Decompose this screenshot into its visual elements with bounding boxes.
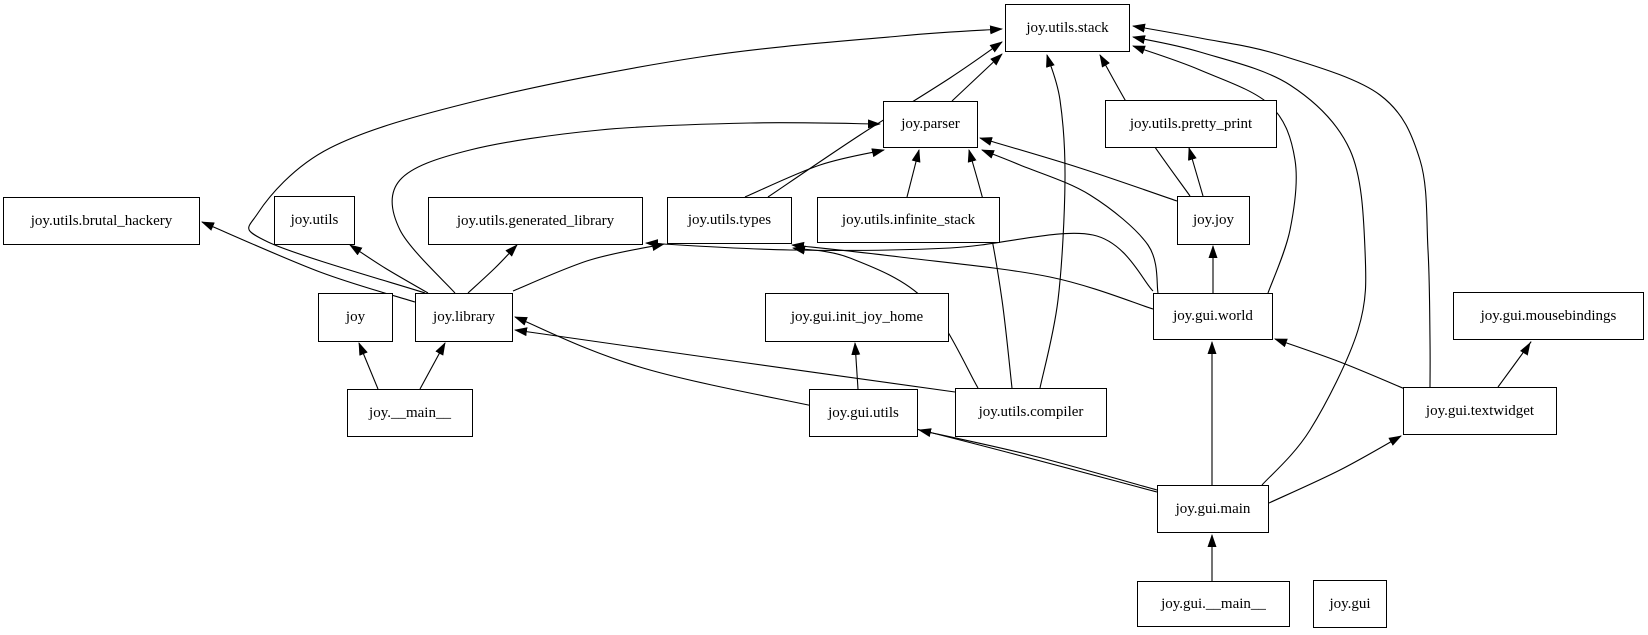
node-label: joy.gui.main [1175, 500, 1251, 517]
node-joy-library: joy.library [415, 293, 513, 342]
node-label: joy.gui.world [1173, 308, 1253, 324]
edge-joy-parser-to-joy-utils-stack [951, 53, 1003, 102]
edge-joy-utils-infinite-stack-to-joy-parser [906, 149, 921, 198]
edge-joy-gui-textwidget-to-joy-utils-stack [1132, 23, 1431, 388]
node-joy-gui-textwidget: joy.gui.textwidget [1403, 387, 1557, 435]
node-label: joy.__main__ [369, 404, 451, 421]
node-joy-gui-world: joy.gui.world [1153, 293, 1273, 340]
node-label: joy.gui.init_joy_home [790, 309, 924, 325]
node-label: joy.gui.textwidget [1425, 402, 1535, 419]
edge-joy-utils-compiler-to-joy-utils-types [792, 245, 979, 389]
node-joy-utils: joy.utils [274, 196, 355, 245]
node-joy-gui-utils: joy.gui.utils [809, 389, 918, 437]
node-label: joy.gui.mousebindings [1480, 307, 1617, 324]
node-label: joy [345, 309, 366, 325]
node-label: joy.joy [1192, 212, 1235, 228]
node-joy-joy: joy.joy [1177, 196, 1250, 245]
node-label: joy.utils.pretty_print [1129, 115, 1253, 132]
edge-joy-gui-main-to-joy-library [514, 316, 1158, 493]
node-label: joy.utils.generated_library [456, 212, 615, 229]
edge-joy-joy-to-joy-utils-pretty-print [1188, 147, 1204, 197]
edge-joy-utils-compiler-to-joy-parser [967, 149, 1013, 389]
node-joy-parser: joy.parser [883, 101, 978, 148]
edges-group [201, 23, 1532, 581]
node-joy: joy [318, 293, 393, 342]
edge-joy-gui-textwidget-to-joy-gui-mousebindings [1497, 341, 1532, 388]
node-label: joy.library [433, 309, 495, 325]
edge-joy-library-to-joy-utils-generated-library [467, 244, 518, 294]
node-label: joy.gui [1329, 595, 1371, 612]
edge-joy-library-to-joy-utils-stack [248, 25, 1003, 294]
node-joy-utils-compiler: joy.utils.compiler [955, 388, 1107, 437]
node-label: joy.utils [290, 212, 339, 228]
edge-joy-gui-world-to-joy-utils-generated-library [645, 232, 1154, 292]
node-joy-utils-pretty-print: joy.utils.pretty_print [1105, 100, 1277, 148]
node-joy-gui-main-main: joy.gui.__main__ [1137, 581, 1290, 627]
node-joy-main: joy.__main__ [347, 389, 473, 437]
edge-joy-library-to-joy-utils-types [512, 242, 665, 292]
edge-joy-utils-compiler-to-joy-utils-stack [1039, 54, 1066, 389]
edge-joy-library-to-joy-utils [349, 244, 429, 294]
edge-joy-gui-world-to-joy-parser [981, 149, 1159, 294]
edge-joy-main-to-joy [358, 342, 379, 390]
node-joy-gui-init-joy-home: joy.gui.init_joy_home [765, 293, 949, 342]
edge-joy-utils-types-to-joy-parser [744, 148, 885, 198]
node-joy-utils-infinite-stack: joy.utils.infinite_stack [817, 197, 1000, 243]
node-label: joy.utils.compiler [978, 404, 1084, 420]
edge-joy-joy-to-joy-parser [979, 137, 1178, 202]
node-label: joy.utils.brutal_hackery [30, 212, 173, 229]
node-label: joy.gui.utils [828, 404, 899, 421]
edge-joy-gui-main-to-joy-utils-stack [1132, 35, 1367, 486]
node-label: joy.utils.types [687, 212, 772, 228]
edge-joy-gui-world-to-joy-utils-stack [1132, 45, 1297, 294]
edge-joy-gui-main-to-joy-gui-textwidget [1268, 435, 1402, 504]
node-joy-utils-types: joy.utils.types [667, 197, 792, 244]
node-label: joy.utils.infinite_stack [841, 211, 976, 228]
node-joy-gui-mousebindings: joy.gui.mousebindings [1453, 292, 1644, 340]
node-label: joy.utils.stack [1026, 19, 1109, 36]
edge-joy-gui-world-to-joy-utils-types [791, 241, 1154, 310]
node-joy-gui-main: joy.gui.main [1157, 485, 1269, 533]
edge-joy-main-to-joy-library [419, 342, 446, 390]
node-joy-utils-stack: joy.utils.stack [1005, 4, 1130, 52]
node-label: joy.gui.__main__ [1161, 595, 1266, 612]
edge-joy-utils-compiler-to-joy-library [514, 327, 956, 393]
node-label: joy.parser [901, 116, 960, 132]
node-joy-gui: joy.gui [1313, 580, 1387, 628]
node-joy-utils-generated-library: joy.utils.generated_library [428, 197, 643, 245]
edge-joy-gui-textwidget-to-joy-gui-world [1274, 338, 1406, 390]
edge-joy-gui-utils-to-joy-gui-init-joy-home [851, 342, 861, 390]
edge-joy-gui-main-to-joy-gui-utils [918, 428, 1158, 491]
edge-joy-library-to-joy-parser [391, 119, 881, 294]
node-joy-utils-brutal-hackery: joy.utils.brutal_hackery [3, 197, 200, 245]
